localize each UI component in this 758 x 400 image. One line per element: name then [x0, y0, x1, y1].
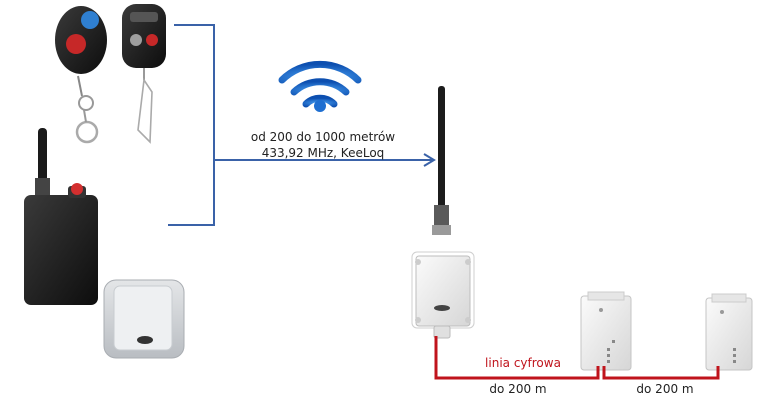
- receiver-unit: [411, 86, 475, 339]
- wall-switch: [103, 279, 185, 359]
- range-label: od 200 do 1000 metrów: [251, 130, 395, 144]
- wire-segment-1: [434, 336, 600, 380]
- bracket-line: [168, 24, 215, 226]
- handheld-transmitter-icon: [24, 128, 98, 305]
- wifi-signal-icon: [278, 60, 362, 112]
- receiver-box-icon: [411, 86, 475, 339]
- distance-label-2: do 200 m: [636, 382, 693, 396]
- radio-arrow-head: [423, 153, 436, 167]
- relay-module-icon: [705, 293, 753, 371]
- wall-switch-icon: [103, 279, 185, 359]
- key-fob-remote-icon: [55, 6, 107, 144]
- distance-label-1: do 200 m: [489, 382, 546, 396]
- digital-line: [434, 336, 720, 380]
- key-fob-remote-1: [55, 6, 107, 144]
- key-fob-remote-2: [122, 4, 166, 144]
- radio-link-connector: [168, 24, 436, 226]
- relay-module-icon: [580, 291, 632, 371]
- digital-line-label: linia cyfrowa: [485, 356, 561, 370]
- relay-module-1: [580, 291, 632, 371]
- frequency-label: 433,92 MHz, KeeLoq: [262, 146, 385, 160]
- handheld-transmitter: [24, 128, 98, 305]
- key-fob-remote-icon: [122, 4, 166, 144]
- receiver-antenna: [438, 86, 445, 210]
- wire-segment-2: [602, 366, 720, 380]
- wifi-signal: [278, 60, 362, 112]
- relay-module-2: [705, 293, 753, 371]
